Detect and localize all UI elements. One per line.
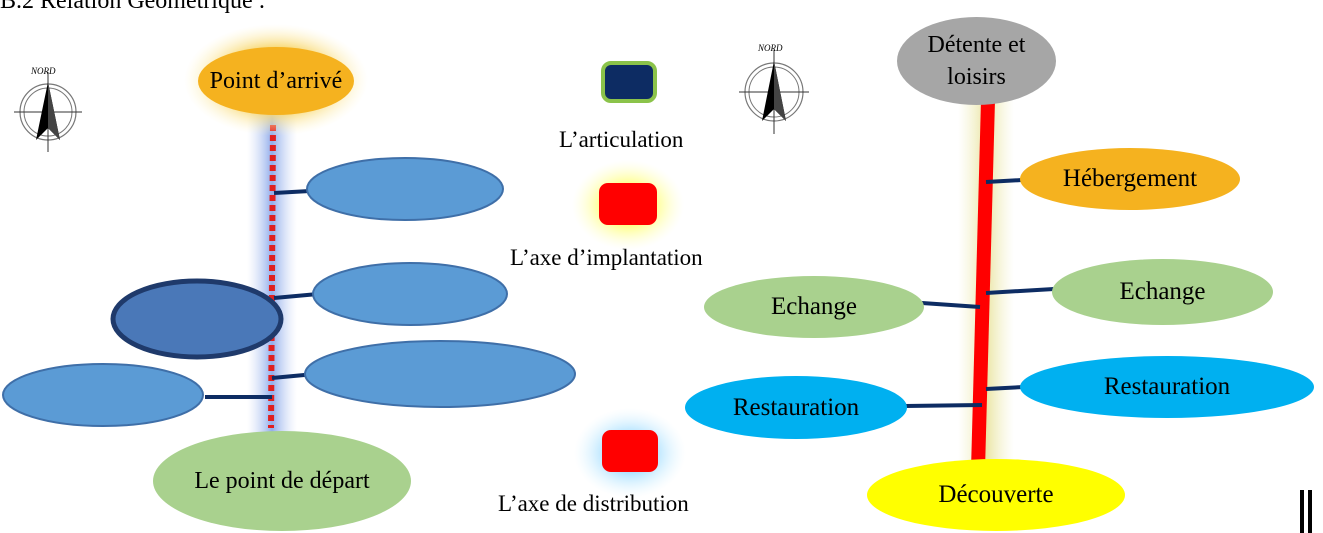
hebergement-node: Hébergement: [1020, 148, 1240, 210]
empty-node-highlighted: [110, 278, 284, 360]
empty-node: [304, 340, 576, 408]
connector: [985, 385, 1025, 391]
connector: [273, 292, 319, 300]
north-label-left: NORD: [31, 66, 56, 76]
echange-left-node: Echange: [704, 276, 924, 338]
articulation-legend-swatch: [601, 61, 657, 103]
connector: [904, 403, 983, 408]
implantation-legend-swatch: [599, 183, 657, 225]
connector: [985, 287, 1055, 295]
empty-node: [312, 262, 508, 326]
north-label-right: NORD: [758, 43, 783, 53]
connector: [273, 189, 311, 195]
north-arrow-left-icon: [14, 72, 82, 152]
decouverte-node: Découverte: [867, 459, 1125, 531]
echange-right-node: Echange: [1052, 259, 1273, 325]
connector: [921, 301, 981, 309]
north-arrow-right-icon: [739, 50, 809, 134]
page-marker: [1300, 490, 1304, 533]
section-heading: B.2 Relation Géométrique :: [0, 0, 266, 14]
connector: [985, 178, 1023, 184]
right-implantation-axis: [971, 99, 995, 471]
distribution-legend-swatch: [602, 430, 658, 472]
articulation-legend-label: L’articulation: [559, 127, 684, 152]
implantation-axis-dotted: [268, 124, 276, 429]
arrival-point-node: Point d’arrivé: [198, 47, 354, 115]
empty-node: [2, 363, 204, 427]
leisure-node: Détente et loisirs: [897, 17, 1056, 105]
restauration-left-node: Restauration: [685, 376, 907, 439]
empty-node: [306, 157, 504, 221]
page-marker: [1308, 490, 1312, 533]
departure-point-node: Le point de départ: [153, 431, 411, 531]
implantation-legend-label: L’axe d’implantation: [510, 245, 703, 270]
distribution-legend-label: L’axe de distribution: [498, 491, 689, 516]
restauration-right-node: Restauration: [1020, 356, 1314, 418]
